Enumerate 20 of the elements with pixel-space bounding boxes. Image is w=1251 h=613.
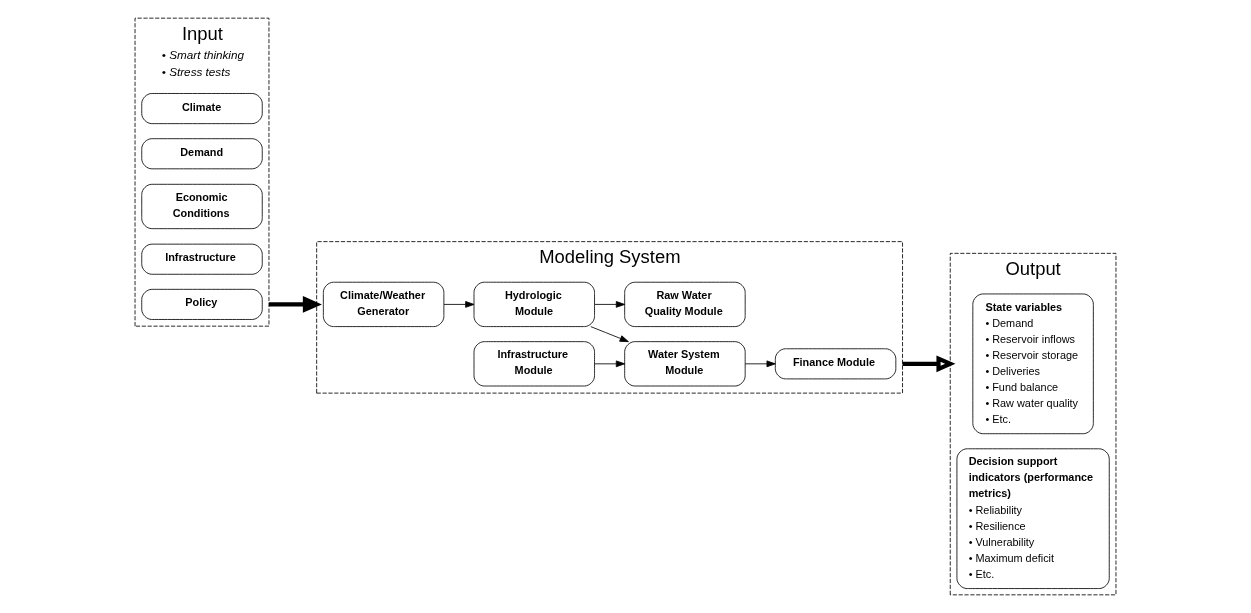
- node-box: Water System Module: [624, 341, 746, 387]
- node-box: Hydrologic Module: [473, 281, 595, 327]
- node-box: Infrastructure: [141, 243, 263, 275]
- arrow: [268, 296, 322, 313]
- arrow: [744, 360, 776, 368]
- node-box: Raw Water Quality Module: [624, 281, 746, 327]
- node-box: Climate: [141, 93, 263, 125]
- arrow: [594, 360, 626, 368]
- node-box: Finance Module: [774, 348, 897, 380]
- arrow: [443, 301, 475, 308]
- arrow: [902, 355, 956, 373]
- node-box: Decision support indicators (performance metrics) • Reliability • Resilience • Vulnerability • Maximum deficit • Etc.: [956, 448, 1110, 589]
- node-box: State variables • Demand • Reservoir inflows • Reservoir storage • Deliveries • Fund balance • Raw water quality • Etc.: [972, 293, 1094, 435]
- arrow: [590, 326, 629, 343]
- node-box: Climate/Weather Generator: [322, 281, 445, 327]
- node-box: Demand: [141, 138, 263, 170]
- node-box: Infrastructure Module: [473, 341, 595, 387]
- arrow: [594, 301, 626, 308]
- node-box: Policy: [141, 288, 263, 320]
- node-box: Economic Conditions: [141, 183, 263, 230]
